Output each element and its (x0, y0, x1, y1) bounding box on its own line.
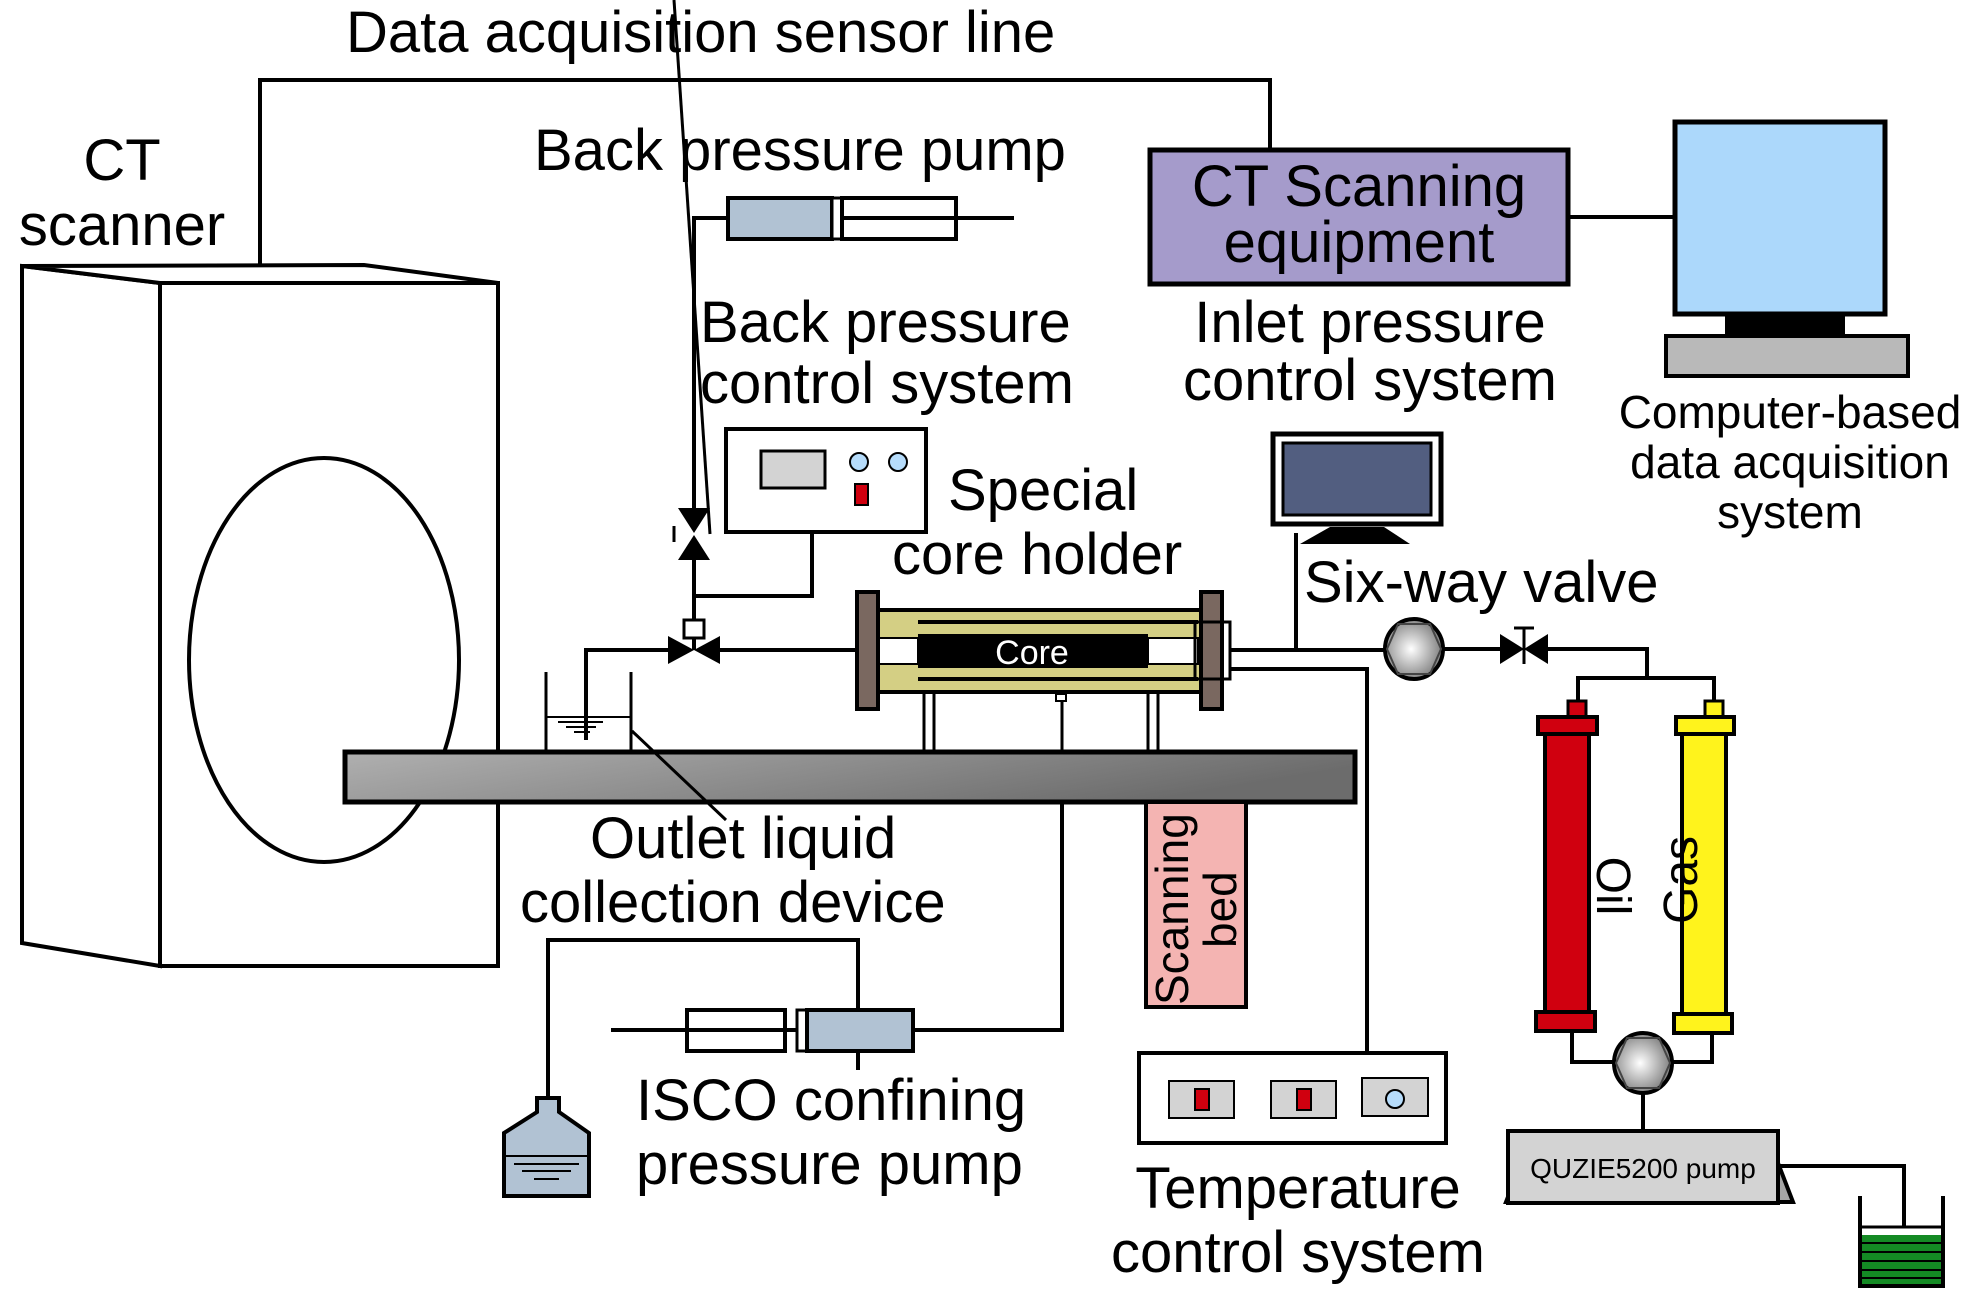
water-reservoir-beaker (1858, 1196, 1945, 1288)
indicator-switch-icon (1194, 1088, 1210, 1111)
computer-label-1: Computer-based (1619, 386, 1962, 438)
controller-display (759, 449, 827, 490)
back-pressure-valve-icon (668, 636, 720, 664)
outlet-line (584, 648, 668, 740)
data-sensor-line (258, 78, 1272, 265)
ct-scanner: CT scanner (19, 128, 500, 969)
core-sample (918, 634, 1148, 668)
oil-label: Oil (1586, 857, 1639, 916)
core-holder-label-1: Special (948, 458, 1138, 523)
back-pump-label: Back pressure pump (534, 118, 1066, 183)
indicator-light-icon (1385, 1089, 1405, 1109)
scan-bed-label-1: Scanning (1146, 813, 1198, 1005)
scanning-bed-tag (1144, 800, 1248, 1009)
regulator-cap (682, 618, 706, 640)
indicator-switch-icon (854, 483, 869, 506)
indicator-light-icon (888, 452, 908, 472)
temperature-controller (1137, 1051, 1448, 1145)
ct-scanner-label-1: CT (83, 128, 160, 193)
back-control-label-1: Back pressure (700, 290, 1071, 355)
tank-manifold-line (1576, 676, 1716, 705)
inlet-control-label-1: Inlet pressure (1194, 290, 1545, 355)
monitor-screen (1281, 441, 1433, 517)
ct-gantry-ring (187, 456, 461, 864)
waste-line (1778, 1164, 1906, 1228)
indicator-light-icon (849, 452, 869, 472)
quzie-pump-label: QUZIE5200 pump (1530, 1153, 1756, 1184)
oil-tank: Oil (1534, 699, 1639, 1033)
outlet-label-1: Outlet liquid (590, 806, 896, 871)
reservoir-bottle (502, 1096, 591, 1198)
holder-left-flange (855, 590, 880, 711)
needle-valve-icon (672, 0, 712, 560)
indicator-switch-icon (1296, 1088, 1312, 1111)
six-way-valve-icon (1383, 617, 1445, 681)
ct-equipment-label-2: equipment (1224, 210, 1495, 275)
inlet-needle-valve-icon (1500, 626, 1548, 664)
computer-label-3: system (1717, 486, 1863, 538)
back-pump-line (692, 216, 728, 530)
pressure-monitor (1270, 431, 1444, 544)
core-label: Core (995, 634, 1069, 672)
temp-control-line (1230, 667, 1369, 1052)
gas-label: Gas (1655, 836, 1708, 924)
isco-supply-line (546, 938, 860, 1098)
holder-right-flange (1199, 590, 1224, 711)
core-holder: Core (855, 590, 1232, 752)
outlet-collection-beaker (544, 672, 633, 752)
gas-outlet-line (1672, 1033, 1714, 1064)
temp-label-1: Temperature (1135, 1156, 1461, 1221)
ct-scanning-equipment (1147, 147, 1571, 287)
core-holder-label-2: core holder (892, 522, 1182, 587)
data-line-label: Data acquisition sensor line (346, 0, 1055, 65)
inlet-control-label-2: control system (1183, 348, 1557, 413)
ct-equipment-label-1: CT Scanning (1192, 154, 1526, 219)
back-control-label-2: control system (700, 351, 1074, 416)
ct-scanner-label-2: scanner (19, 193, 225, 258)
computer-daq (1664, 119, 1910, 378)
oil-outlet-line (1570, 1031, 1613, 1064)
controller-link-line (694, 532, 814, 598)
quzie5200-pump: QUZIE5200 pump (1503, 1129, 1796, 1205)
isco-label-1: ISCO confining (636, 1068, 1026, 1133)
back-pressure-controller (724, 427, 928, 534)
scanning-bed-platform (342, 749, 1358, 805)
isco-pump (611, 1008, 915, 1070)
scan-bed-label-2: bed (1194, 871, 1246, 948)
isco-label-2: pressure pump (636, 1132, 1023, 1197)
computer-screen (1672, 119, 1888, 317)
computer-label-2: data acquisition (1630, 436, 1950, 488)
outlet-label-2: collection device (520, 870, 946, 935)
gas-tank: Gas (1655, 699, 1736, 1035)
back-pressure-pump (726, 196, 1014, 241)
six-way-label: Six-way valve (1304, 550, 1659, 615)
confining-line (913, 802, 1064, 1032)
computer-base (1664, 334, 1910, 378)
selector-valve-icon (1612, 1031, 1674, 1095)
tank-inlet-line (1548, 647, 1649, 678)
outlet-leader-line (630, 729, 728, 822)
temp-label-2: control system (1111, 1220, 1485, 1285)
